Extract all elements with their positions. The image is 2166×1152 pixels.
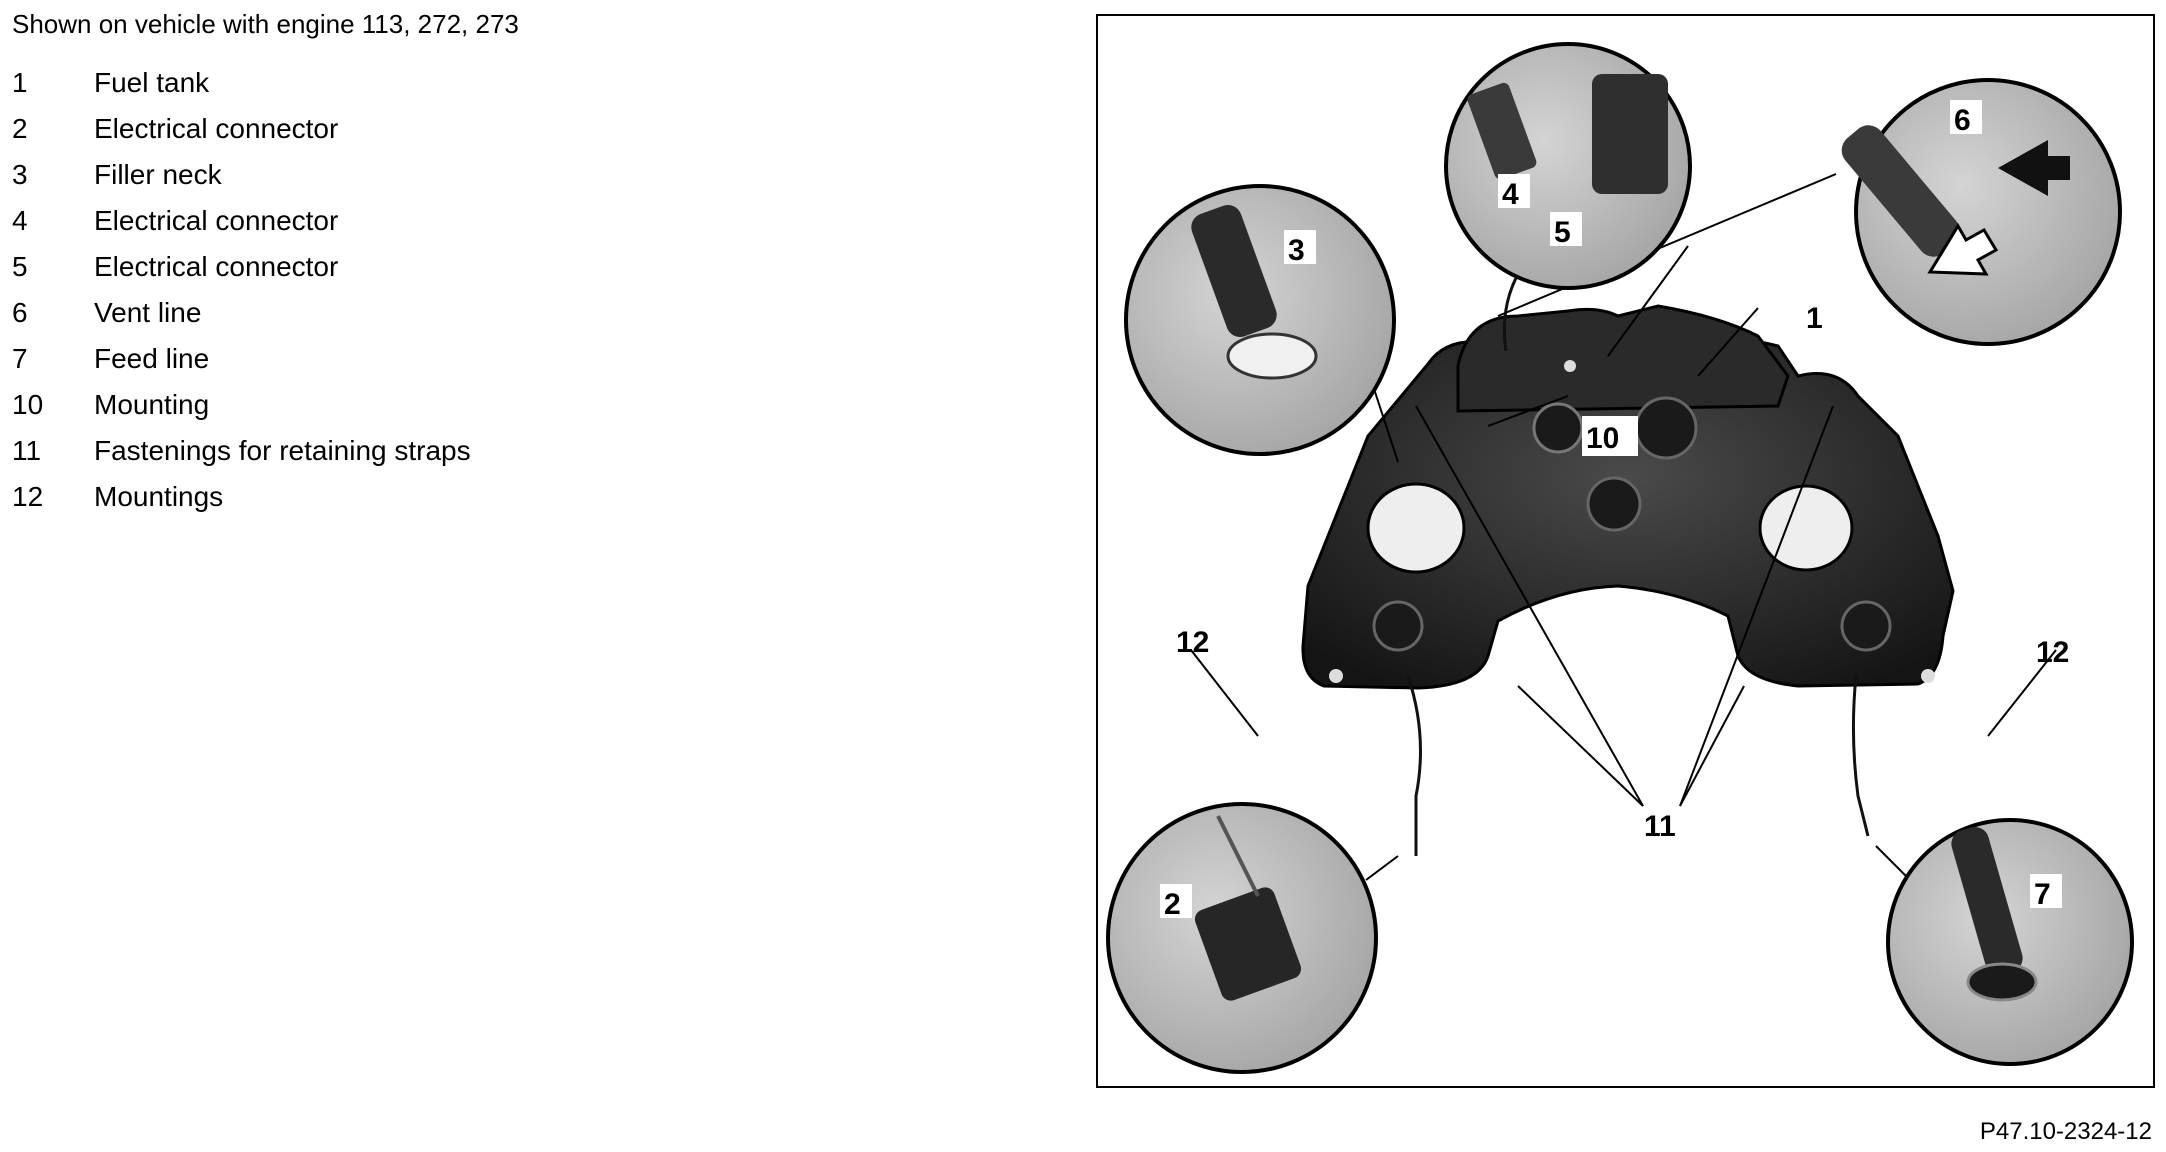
callout-3: 3 bbox=[1288, 234, 1305, 267]
callout-12-right: 12 bbox=[2036, 636, 2069, 669]
wiring-harness bbox=[1851, 675, 1870, 837]
left-fuel-sender bbox=[1366, 482, 1466, 574]
legend-item: 11 Fastenings for retaining straps bbox=[12, 428, 471, 474]
callout-6: 6 bbox=[1954, 104, 1971, 137]
figure-caption: Shown on vehicle with engine 113, 272, 2… bbox=[12, 9, 519, 39]
inset-connectors-4-5 bbox=[1444, 42, 1692, 290]
legend-item: 10 Mounting bbox=[12, 382, 471, 428]
legend-number: 7 bbox=[12, 343, 28, 374]
callout-4: 4 bbox=[1502, 178, 1519, 211]
tank-port bbox=[1372, 600, 1424, 652]
inset-feed-line bbox=[1886, 818, 2134, 1066]
inset-vent-line bbox=[1841, 78, 2122, 346]
callout-bg bbox=[1550, 212, 1582, 246]
legend-item: 6 Vent line bbox=[12, 290, 471, 336]
legend-number: 4 bbox=[12, 205, 28, 236]
tank-port bbox=[1586, 476, 1642, 532]
legend-number: 3 bbox=[12, 159, 28, 190]
callout-bg bbox=[1160, 884, 1192, 918]
legend-item: 4 Electrical connector bbox=[12, 198, 471, 244]
figure-reference-code: P47.10-2324-12 bbox=[1979, 1118, 2152, 1145]
mounting-point bbox=[1921, 669, 1935, 683]
legend-label: Filler neck bbox=[94, 159, 222, 190]
legend-number: 1 bbox=[12, 67, 28, 98]
callout-12-left: 12 bbox=[1176, 626, 1209, 659]
callout-bg bbox=[2030, 874, 2062, 908]
legend-label: Electrical connector bbox=[94, 251, 339, 282]
legend-item: 12 Mountings bbox=[12, 474, 471, 520]
fuel-tank-illustration: 3 4 5 6 1 10 12 12 11 2 7 bbox=[1096, 14, 2155, 1088]
callout-bg bbox=[1284, 230, 1316, 264]
legend-label: Mountings bbox=[94, 481, 224, 512]
legend-item: 2 Electrical connector bbox=[12, 106, 471, 152]
legend-number: 6 bbox=[12, 297, 28, 328]
callout-5: 5 bbox=[1554, 216, 1571, 249]
tank-port bbox=[1532, 402, 1584, 454]
legend-label: Electrical connector bbox=[94, 205, 339, 236]
wiring-harness bbox=[1406, 675, 1422, 856]
callout-10: 10 bbox=[1586, 422, 1619, 455]
callout-7: 7 bbox=[2034, 878, 2051, 911]
callout-bg bbox=[1582, 416, 1638, 456]
legend-label: Vent line bbox=[94, 297, 202, 328]
legend-number: 2 bbox=[12, 113, 28, 144]
callout-bg bbox=[1950, 100, 1982, 134]
mounting-point bbox=[1564, 360, 1576, 372]
legend-number: 10 bbox=[12, 389, 44, 420]
callout-11: 11 bbox=[1644, 810, 1676, 843]
legend-label: Feed line bbox=[94, 343, 210, 374]
legend-number: 12 bbox=[12, 481, 44, 512]
legend-label: Electrical connector bbox=[94, 113, 339, 144]
inset-filler-neck bbox=[1124, 184, 1396, 456]
tank-port bbox=[1840, 600, 1892, 652]
legend-item: 1 Fuel tank bbox=[12, 60, 471, 106]
legend-label: Fuel tank bbox=[94, 67, 210, 98]
callout-2: 2 bbox=[1164, 888, 1181, 921]
legend-item: 5 Electrical connector bbox=[12, 244, 471, 290]
inset-electrical-connector-2 bbox=[1106, 802, 1378, 1074]
mounting-point bbox=[1329, 669, 1343, 683]
callout-bg bbox=[1498, 174, 1530, 208]
legend-item: 7 Feed line bbox=[12, 336, 471, 382]
tank-port bbox=[1634, 396, 1698, 460]
fuel-tank-drawing: 3 4 5 6 1 10 12 12 11 2 7 bbox=[1106, 42, 2134, 1074]
callout-1: 1 bbox=[1806, 302, 1823, 335]
legend-label: Fastenings for retaining straps bbox=[94, 435, 471, 466]
legend-number: 11 bbox=[12, 435, 42, 466]
legend-item: 3 Filler neck bbox=[12, 152, 471, 198]
legend-label: Mounting bbox=[94, 389, 210, 420]
legend-number: 5 bbox=[12, 251, 28, 282]
right-fuel-sender bbox=[1758, 484, 1854, 572]
tank-upper-dome bbox=[1456, 304, 1790, 413]
